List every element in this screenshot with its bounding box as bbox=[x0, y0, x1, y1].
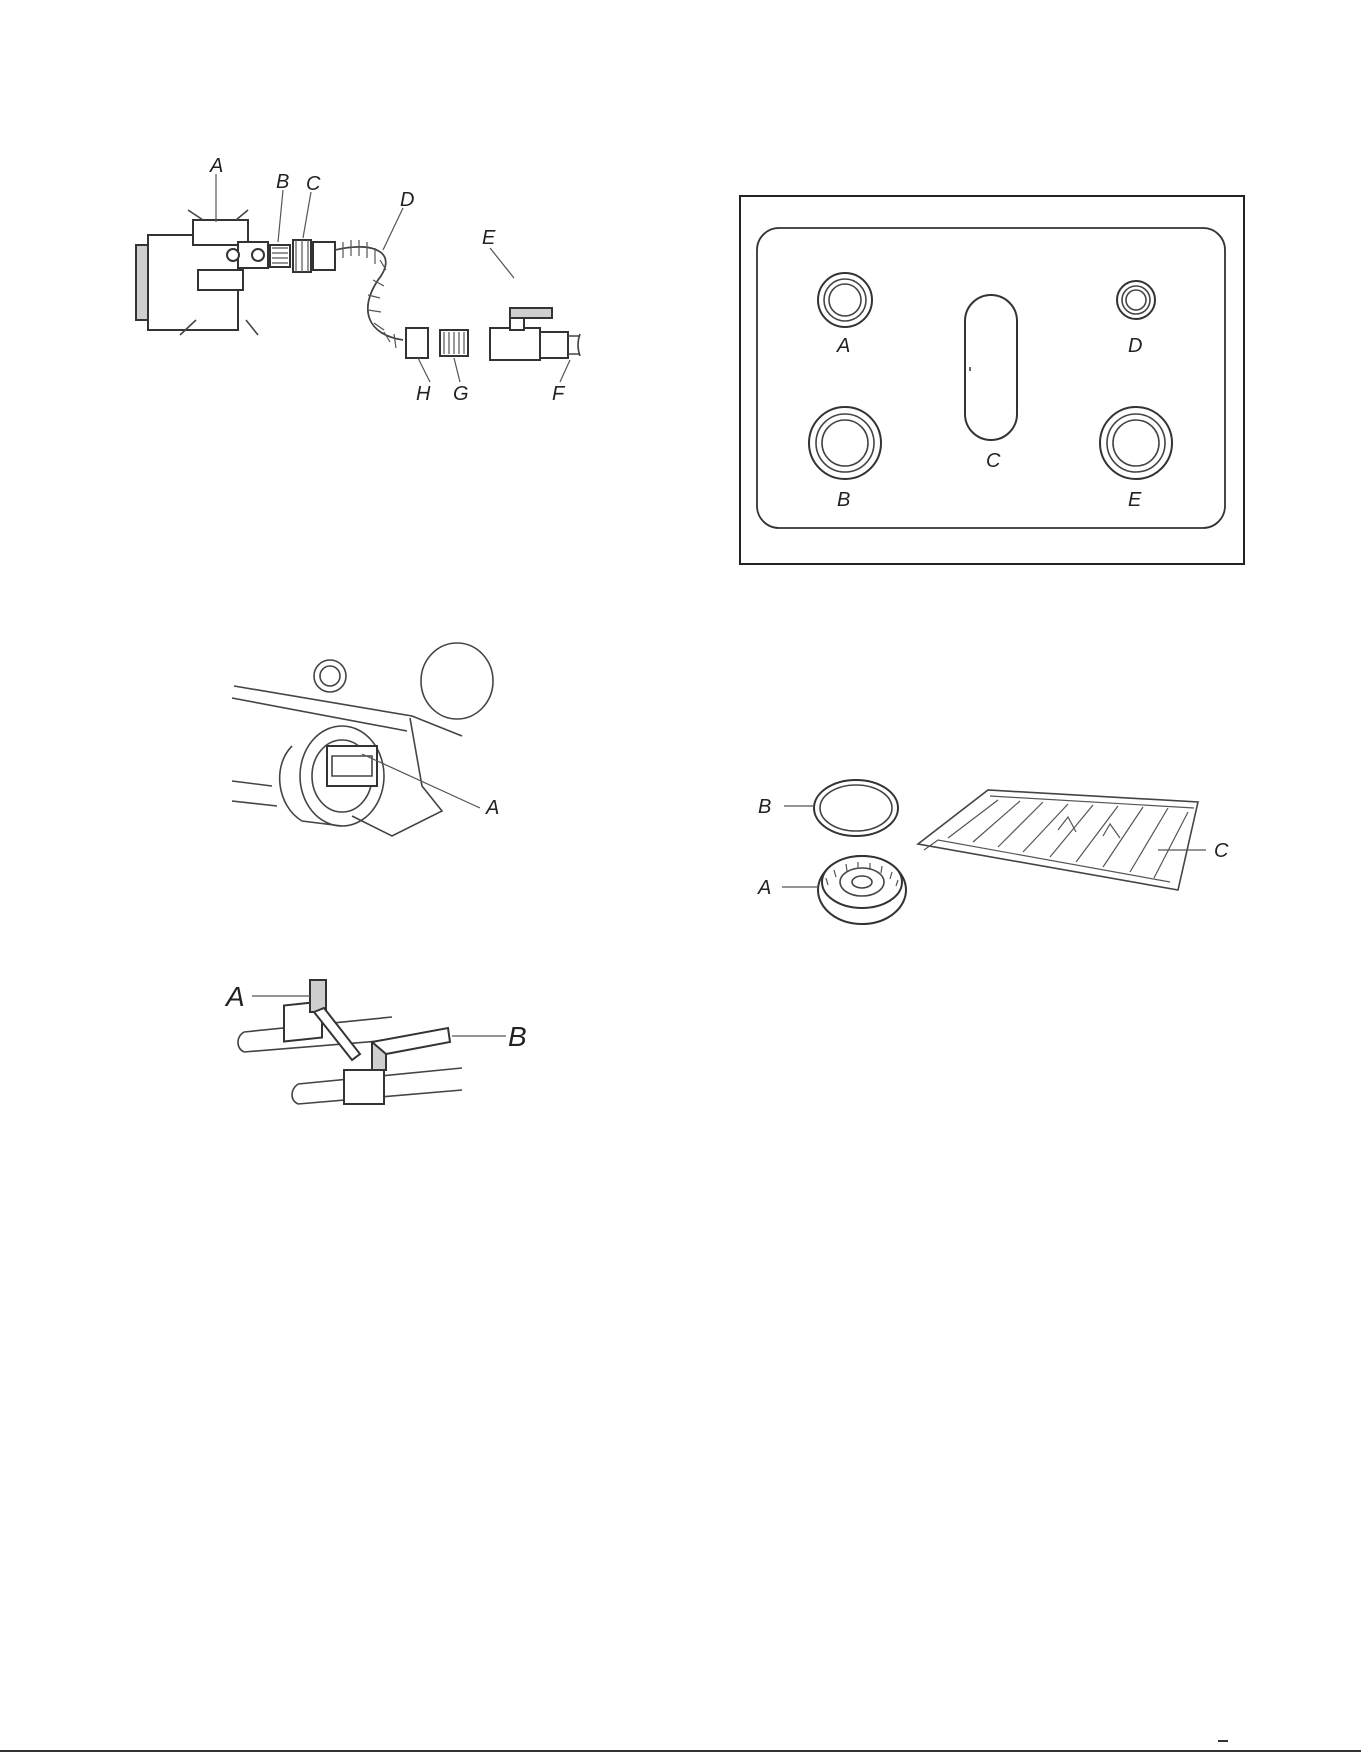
shutoff-valve-diagram: A B bbox=[222, 972, 542, 1117]
label-a: A bbox=[485, 797, 499, 819]
gas-connection-diagram: A B C D E F G H bbox=[118, 160, 658, 410]
label-c: C bbox=[306, 173, 321, 195]
label-a: A bbox=[836, 335, 850, 357]
label-b: B bbox=[276, 171, 289, 193]
label-a: A bbox=[209, 155, 223, 177]
burner-d bbox=[1117, 281, 1155, 319]
grate bbox=[918, 790, 1198, 890]
label-a: A bbox=[757, 877, 771, 899]
label-b: B bbox=[508, 1021, 527, 1052]
burner-cap bbox=[814, 780, 898, 836]
label-f: F bbox=[552, 383, 566, 405]
figure-cooktop-layout: A D C B E bbox=[739, 195, 1245, 565]
cooktop-layout-diagram: A D C B E bbox=[739, 195, 1245, 565]
label-b: B bbox=[758, 796, 771, 818]
label-e: E bbox=[482, 227, 496, 249]
label-h: H bbox=[416, 383, 431, 405]
page-mark bbox=[1218, 1740, 1228, 1742]
label-e: E bbox=[1128, 489, 1142, 511]
label-a: A bbox=[224, 981, 245, 1012]
burner-e bbox=[1100, 407, 1172, 479]
label-c: C bbox=[1214, 840, 1229, 862]
label-g: G bbox=[453, 383, 469, 405]
burner-c bbox=[965, 295, 1017, 440]
bottom-rule bbox=[0, 1750, 1361, 1752]
valve-detail-diagram: A bbox=[232, 636, 532, 846]
label-b: B bbox=[837, 489, 850, 511]
burner-parts-diagram: B A C bbox=[758, 770, 1248, 950]
figure-burner-parts: B A C bbox=[758, 770, 1248, 950]
figure-valve-detail: A bbox=[232, 636, 532, 846]
label-d: D bbox=[400, 189, 414, 211]
label-d: D bbox=[1128, 335, 1142, 357]
burner-b bbox=[809, 407, 881, 479]
burner-base bbox=[818, 856, 906, 924]
burner-a bbox=[818, 273, 872, 327]
figure-gas-connection: A B C D E F G H bbox=[118, 160, 658, 410]
label-c: C bbox=[986, 450, 1001, 472]
figure-shutoff-valve: A B bbox=[222, 972, 542, 1117]
